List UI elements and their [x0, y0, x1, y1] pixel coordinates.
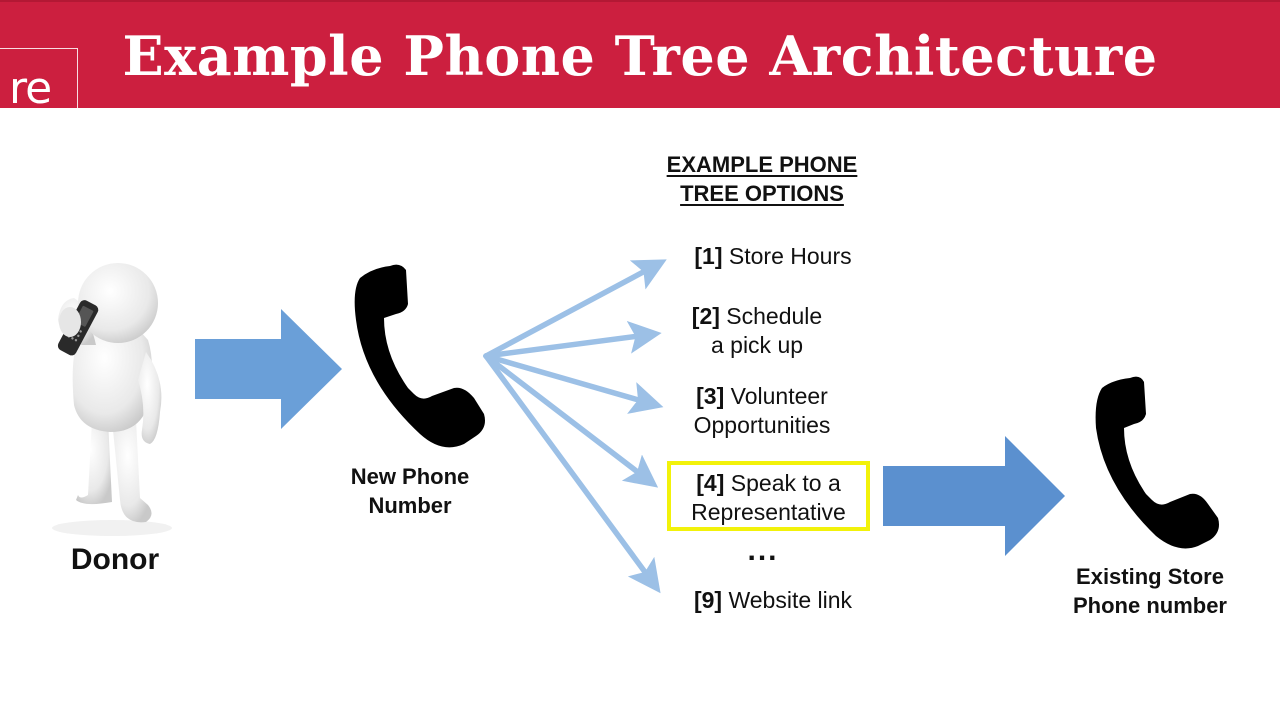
option-text-line1: Volunteer — [730, 383, 828, 409]
option-number: [2] — [691, 303, 720, 329]
option-1: [1] Store Hours — [660, 242, 886, 271]
option-4-highlighted: [4] Speak to a Representative — [667, 461, 870, 531]
fan-arrow-4-icon — [483, 353, 659, 488]
options-heading: EXAMPLE PHONE TREE OPTIONS — [630, 150, 894, 208]
fan-arrow-2-icon — [483, 320, 662, 359]
fan-arrow-3-icon — [483, 353, 664, 414]
fan-arrows — [483, 259, 667, 594]
option-text: Website link — [728, 587, 853, 613]
new-phone-handset-icon — [354, 264, 485, 448]
option-text-line1: Schedule — [726, 303, 823, 329]
option-3: [3] Volunteer Opportunities — [660, 382, 864, 440]
new-phone-label-line2: Number — [368, 493, 452, 518]
option-text: Store Hours — [728, 243, 852, 269]
header-band: re Example Phone Tree Architecture — [0, 0, 1280, 110]
new-phone-label-line1: New Phone — [350, 464, 470, 489]
arrow-donor-to-new-phone-icon — [195, 309, 342, 429]
donor-label: Donor — [70, 543, 160, 576]
logo-fragment-text: re — [9, 63, 52, 111]
option-text-line2: Opportunities — [693, 412, 831, 438]
logo-fragment-box: re — [0, 48, 78, 110]
page-title: Example Phone Tree Architecture — [122, 24, 1158, 88]
option-2: [2] Schedule a pick up — [660, 302, 854, 360]
option-text-line2: Representative — [691, 499, 846, 525]
fan-arrow-5-icon — [483, 353, 661, 594]
new-phone-label: New Phone Number — [320, 462, 500, 520]
options-heading-line1: EXAMPLE PHONE — [666, 152, 858, 177]
option-text-line2: a pick up — [710, 332, 804, 358]
fan-arrow-1-icon — [483, 259, 667, 359]
option-number: [3] — [696, 383, 725, 409]
ellipsis: ... — [747, 534, 779, 567]
existing-phone-handset-icon — [1095, 376, 1219, 549]
existing-phone-label-line1: Existing Store — [1076, 564, 1224, 589]
option-9: [9] Website link — [660, 586, 886, 615]
existing-phone-label: Existing Store Phone number — [1040, 562, 1260, 620]
option-number: [4] — [696, 470, 725, 496]
option-text-line1: Speak to a — [730, 470, 841, 496]
options-heading-line2: TREE OPTIONS — [680, 181, 844, 206]
existing-phone-label-line2: Phone number — [1072, 593, 1227, 618]
option-number: [1] — [694, 243, 723, 269]
arrow-option-to-existing-phone-icon — [883, 436, 1065, 556]
person-on-phone-icon — [52, 263, 172, 536]
option-number: [9] — [693, 587, 723, 613]
